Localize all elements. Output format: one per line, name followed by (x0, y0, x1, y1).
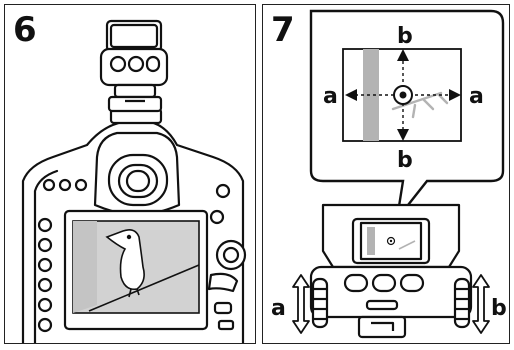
bird-illustration (105, 229, 145, 298)
axis-label-a-left: a (323, 84, 338, 109)
axis-label-a-right: a (469, 84, 484, 109)
axis-label-b-top: b (397, 24, 413, 49)
tree-trunk (363, 49, 379, 141)
axis-label-b-bottom: b (397, 148, 413, 173)
adjust-arrows (292, 274, 490, 334)
viewfinder-rear-illustration (309, 203, 473, 339)
axis-label-a-dial: a (271, 296, 286, 321)
step-6-panel: 6 (4, 4, 256, 344)
axis-label-b-dial: b (491, 296, 507, 321)
step-number-6: 6 (13, 10, 37, 50)
viewfinder-adjustment-illustration: a a b b (271, 9, 507, 339)
camera-with-viewfinder-illustration (21, 19, 247, 343)
step-number-7: 7 (271, 10, 295, 50)
viewfinder-accessory (99, 19, 169, 113)
step-7-panel: 7 a a b b (262, 4, 510, 344)
